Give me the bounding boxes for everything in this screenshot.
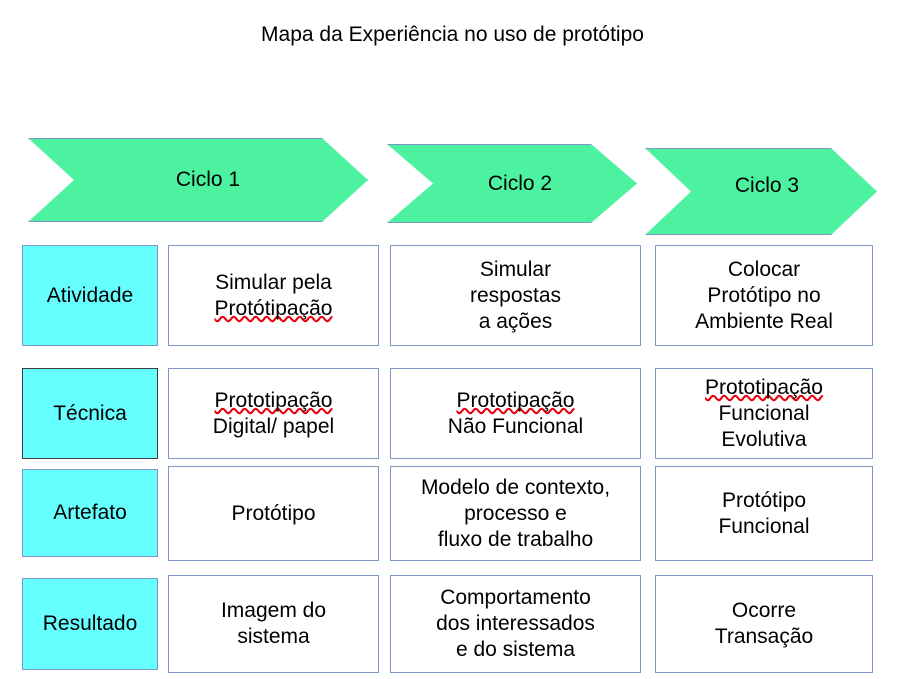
row-label-resultado[interactable]: Resultado <box>22 578 158 670</box>
matrix-cell-line: Evolutiva <box>721 427 807 451</box>
matrix-cell-line: Transação <box>714 625 814 648</box>
matrix-cell-line-misspelled: Protótipação <box>214 296 333 320</box>
matrix-cell-line: Simular <box>479 257 552 281</box>
matrix-cell-line: Colocar <box>727 257 801 281</box>
row-label-tecnica[interactable]: Técnica <box>22 368 158 459</box>
matrix-cell-line-misspelled: Prototipação <box>456 388 575 412</box>
matrix-cell-line: Não Funcional <box>447 414 584 438</box>
matrix-cell-line-misspelled: Prototipação <box>705 375 823 399</box>
matrix-cell-resultado-ciclo-1[interactable]: Imagem do sistema <box>168 575 379 673</box>
matrix-cell-line: e do sistema <box>455 638 576 661</box>
row-label-text: Artefato <box>53 501 127 524</box>
matrix-cell-line: Digital/ papel <box>212 414 335 438</box>
matrix-cell-line-misspelled: Prototipação <box>214 388 333 412</box>
matrix-cell-text: Comportamento dos interessados e do sistem… <box>436 585 595 663</box>
row-label-text: Resultado <box>42 612 138 635</box>
matrix-cell-line: Imagem do <box>220 599 327 622</box>
matrix-cell-line: Comportamento <box>440 586 591 609</box>
matrix-cell-line: Simular pela <box>215 270 332 294</box>
matrix-cell-line: a ações <box>478 309 553 333</box>
matrix-cell-line: fluxo de trabalho <box>437 527 594 551</box>
matrix-cell-artefato-ciclo-1[interactable]: Protótipo <box>168 466 379 561</box>
matrix-cell-line: Protótipo <box>231 501 316 525</box>
matrix-cell-line: dos interessados <box>436 612 595 635</box>
matrix-cell-line: respostas <box>469 283 562 307</box>
matrix-cell-text: Protótipo <box>231 501 315 527</box>
matrix-cell-line: Protótipo <box>721 488 807 512</box>
row-label-text: Atividade <box>46 283 134 307</box>
matrix-cell-line: processo e <box>464 501 567 525</box>
row-label-text: Técnica <box>53 401 127 425</box>
matrix-cell-resultado-ciclo-2[interactable]: Comportamento dos interessados e do sistem… <box>390 575 641 673</box>
page-title: Mapa da Experiência no uso de protótipo <box>261 23 644 46</box>
matrix-cell-text: Imagem do sistema <box>221 598 326 650</box>
matrix-cell-line: Protótipo no <box>707 283 821 307</box>
matrix-cell-line: Ocorre <box>731 599 797 622</box>
matrix-cell-line: Ambiente Real <box>695 309 833 333</box>
matrix-cell-line: sistema <box>237 625 310 648</box>
row-label-artefato[interactable]: Artefato <box>22 469 158 557</box>
matrix-cell-line: Funcional <box>718 401 810 425</box>
matrix-cell-line: Modelo de contexto, <box>420 475 611 499</box>
row-label-atividade[interactable]: Atividade <box>22 245 158 346</box>
matrix-cell-line: Funcional <box>718 514 810 538</box>
